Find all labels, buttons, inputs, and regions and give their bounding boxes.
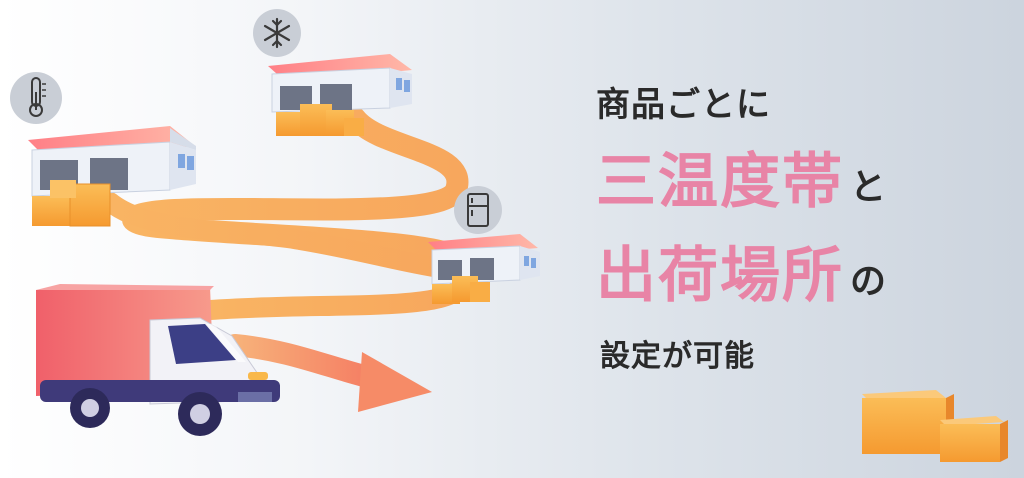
cardboard-boxes: [32, 180, 111, 227]
refrigerator-icon: [454, 186, 502, 234]
headline-particle-no: の: [850, 261, 887, 302]
headline-line-4: 設定が可能: [600, 339, 755, 374]
warehouse-ambient: [28, 126, 196, 227]
warehouse-frozen: [268, 54, 412, 136]
warehouse-chilled: [428, 234, 540, 304]
route-from-chilled-warehouse: [200, 278, 470, 320]
cardboard-boxes: [432, 276, 490, 304]
arrow-head-icon: [358, 352, 432, 412]
headline-particle-to: と: [850, 167, 887, 208]
shipping-route: [224, 334, 383, 389]
headline-line-1: 商品ごとに: [596, 85, 771, 125]
delivery-truck: [36, 284, 280, 436]
headline-highlight-location: 出荷場所: [596, 241, 844, 311]
snowflake-icon: [253, 9, 301, 57]
decorative-boxes: [862, 390, 1008, 462]
route-from-ambient-warehouse: [100, 192, 450, 278]
headline-highlight-temperature: 三温度帯: [596, 147, 844, 217]
thermometer-icon: [10, 72, 62, 124]
headline-line-3: 出荷場所の: [596, 246, 886, 306]
cardboard-boxes: [276, 104, 364, 136]
headline-line-2: 三温度帯と: [596, 152, 886, 212]
